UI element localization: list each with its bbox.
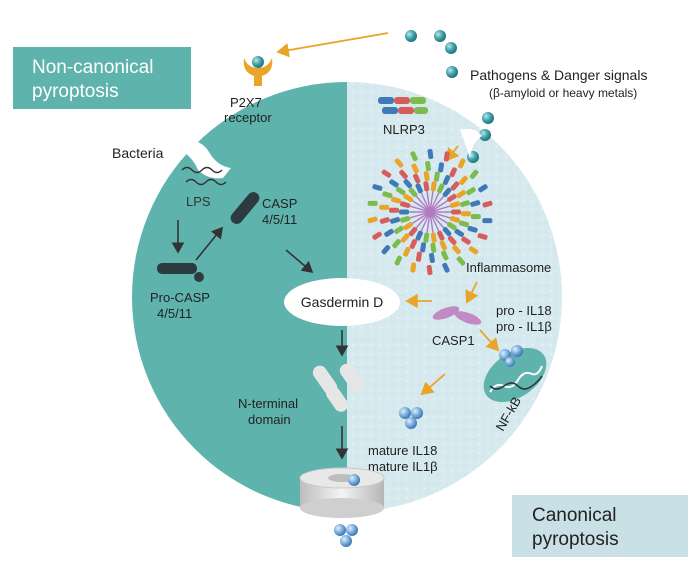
nfkb-icon (483, 345, 547, 402)
arrow-to-mature-il (420, 373, 446, 396)
pro-casp-label-line1: Pro-CASP (150, 290, 210, 305)
canonical-line2: pyroptosis (532, 529, 619, 550)
inflammasome-icon (367, 148, 493, 276)
n-terminal-label-line2: domain (248, 412, 291, 427)
pro-casp-label-line2: 4/5/11 (157, 306, 192, 321)
p2x7-receptor-icon (243, 56, 273, 86)
gasdermin-d (284, 278, 400, 326)
casp1-label: CASP1 (432, 333, 475, 348)
arrow-casp-to-gasdermin (285, 249, 314, 274)
pathogens-label: Pathogens & Danger signals (470, 67, 647, 83)
non-canonical-line1: Non-canonical (32, 57, 153, 78)
inflammasome-label: Inflammasome (466, 260, 551, 275)
n-terminal-label-line1: N-terminal (238, 396, 298, 411)
lps-label: LPS (186, 194, 211, 209)
casp-label-line1: CASP (262, 196, 297, 211)
canonical-label: Canonical pyroptosis (512, 495, 688, 557)
gasdermin-label: Gasdermin D (301, 294, 383, 310)
mature-il1b-label: mature IL1β (368, 459, 438, 474)
pathogens-sub-label: (β-amyloid or heavy metals) (489, 86, 637, 100)
released-cytokines (334, 524, 358, 547)
casp-icon (230, 192, 260, 224)
mature-il-spheres (399, 407, 423, 429)
pro-casp-icon (157, 263, 204, 282)
casp-label-line2: 4/5/11 (262, 212, 297, 227)
nlrp3-label: NLRP3 (383, 122, 425, 137)
n-terminal-domain-icon (312, 363, 365, 412)
bacteria-label: Bacteria (112, 145, 164, 161)
arrow-procasp-to-casp (195, 226, 224, 261)
pro-il1b-label: pro - IL1β (496, 319, 552, 334)
non-canonical-label: Non-canonical pyroptosis (13, 47, 191, 109)
arrow-inflammasome-to-casp1 (465, 281, 479, 304)
canonical-line1: Canonical (532, 505, 617, 526)
p2x7-label-line1: P2X7 (230, 95, 262, 110)
arrow-casp1-to-nfkb (479, 329, 500, 352)
nlrp3-icon (378, 97, 428, 114)
arrow-to-p2x7 (276, 32, 389, 58)
gasdermin-pore (299, 467, 385, 518)
pathogen-spheres (405, 30, 494, 163)
pro-il18-label: pro - IL18 (496, 303, 552, 318)
mature-il18-label: mature IL18 (368, 443, 437, 458)
p2x7-label-line2: receptor (224, 110, 272, 125)
non-canonical-line2: pyroptosis (32, 81, 119, 102)
pathogen-entry (460, 128, 482, 158)
bacteria-entry (180, 140, 231, 186)
casp1-icon (432, 306, 482, 325)
